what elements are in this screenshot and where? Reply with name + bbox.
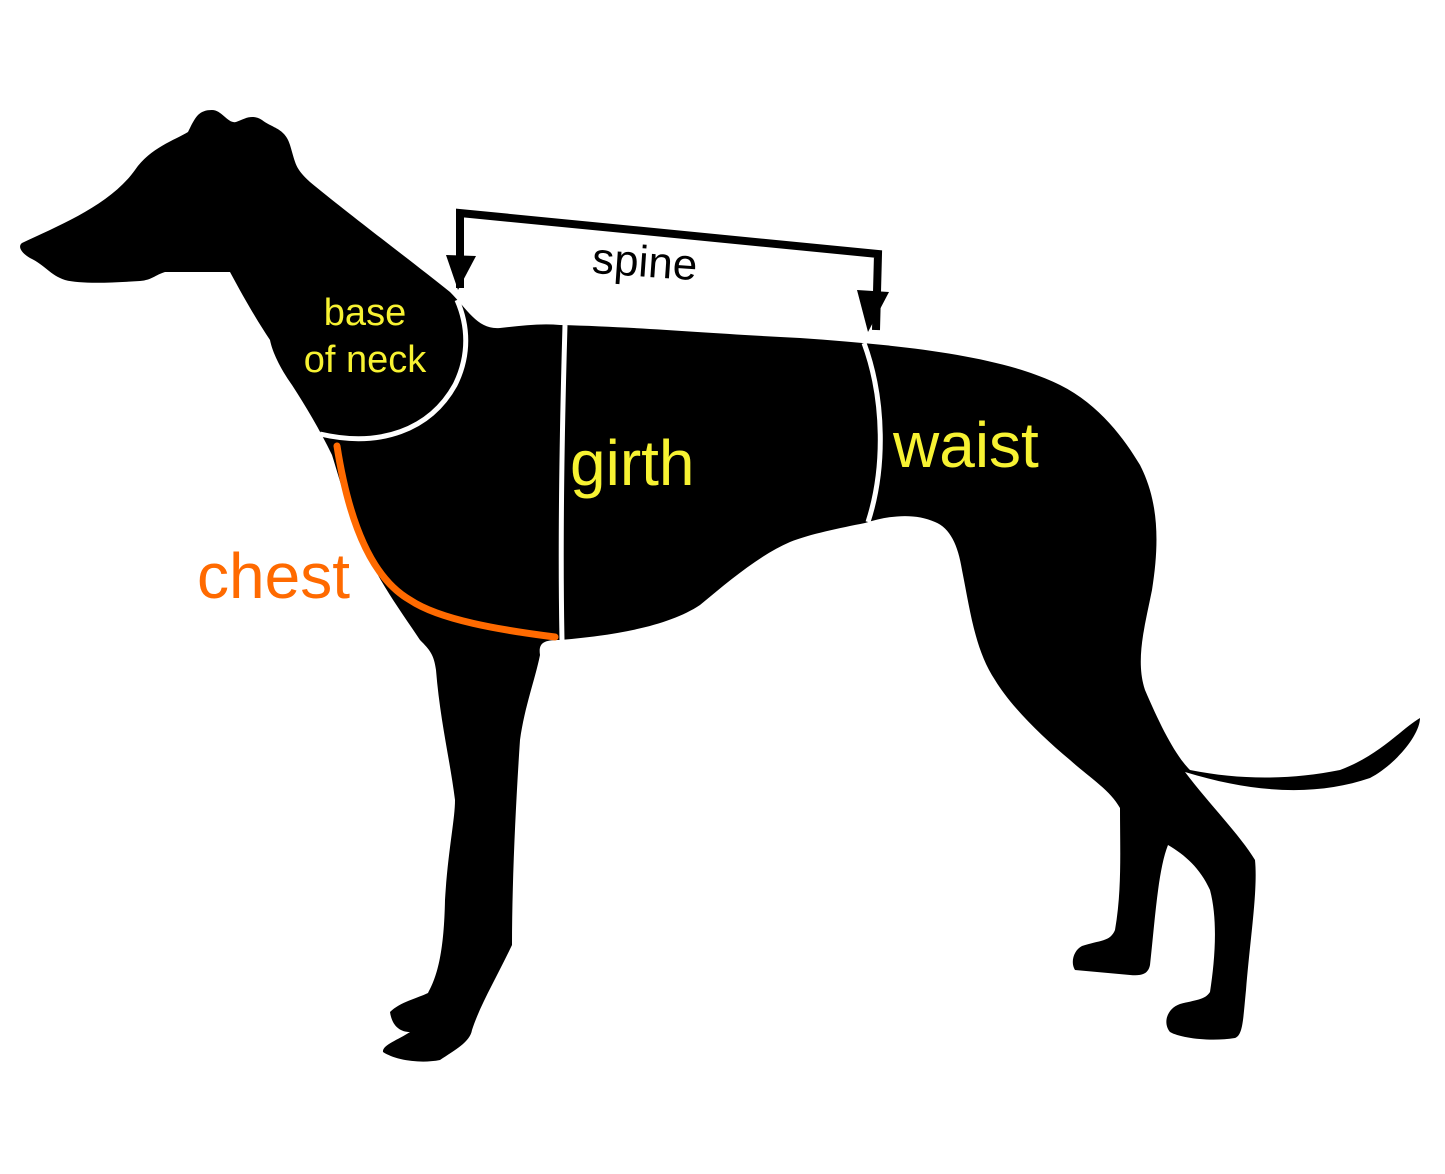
waist-label: waist — [892, 409, 1039, 481]
girth-label: girth — [570, 427, 695, 499]
spine-arrowhead-rear — [857, 290, 889, 332]
base-of-neck-label-line2: of neck — [304, 339, 428, 381]
chest-label: chest — [197, 540, 350, 612]
spine-arrowhead-front — [446, 255, 476, 290]
spine-label: spine — [591, 234, 699, 290]
base-of-neck-label-line1: base — [324, 292, 406, 334]
chest-line — [333, 442, 559, 641]
girth-line — [558, 324, 568, 641]
base-of-neck-line — [319, 298, 469, 442]
waist-line — [861, 342, 883, 523]
greyhound-silhouette — [20, 110, 1421, 1062]
